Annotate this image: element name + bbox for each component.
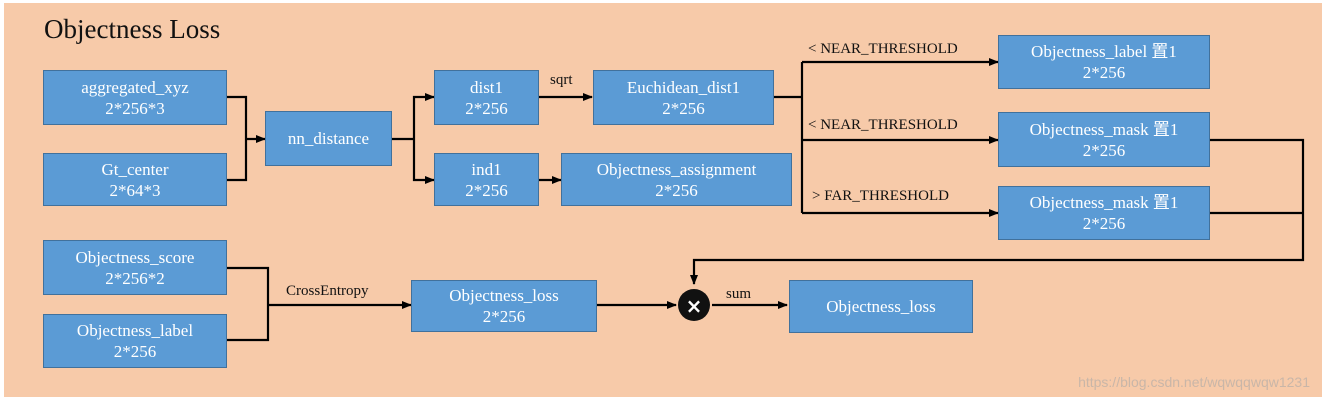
edge-label-sqrt: sqrt <box>550 72 573 88</box>
multiply-icon: × <box>686 294 703 318</box>
node-label: Objectness_label <box>76 321 194 340</box>
node-shape: 2*256 <box>113 342 157 361</box>
edge-mask-to-multiply <box>690 138 1305 285</box>
node-label: Objectness_mask 置1 <box>1029 193 1179 212</box>
node-objectness-mask-far: Objectness_mask 置1 2*256 <box>998 186 1210 240</box>
edge-to-dist1 <box>412 93 435 139</box>
node-label: nn_distance <box>287 129 370 148</box>
node-shape: 2*256 <box>465 180 508 200</box>
node-shape: 2*256 <box>1082 63 1126 82</box>
node-label: Gt_center <box>101 159 169 179</box>
edge-to-ind1 <box>412 139 435 184</box>
node-gt-center: Gt_center 2*64*3 <box>43 153 227 206</box>
node-label: Objectness_loss <box>449 286 559 305</box>
node-objectness-label: Objectness_label 2*256 <box>43 314 227 368</box>
node-objectness-loss-mid: Objectness_loss 2*256 <box>411 280 597 332</box>
node-aggregated-xyz: aggregated_xyz 2*256*3 <box>43 70 227 125</box>
node-label: Objectness_assignment <box>596 159 757 179</box>
edge-label-cross-entropy: CrossEntropy <box>286 283 369 299</box>
edge-label-near-threshold-mask: < NEAR_THRESHOLD <box>808 117 958 133</box>
node-label: Objectness_score <box>75 247 195 267</box>
node-objectness-assignment: Objectness_assignment 2*256 <box>561 153 792 206</box>
node-objectness-mask-near: Objectness_mask 置1 2*256 <box>998 112 1210 167</box>
node-shape: 2*256*2 <box>105 268 165 288</box>
multiply-node <box>678 289 710 321</box>
node-shape: 2*256 <box>662 98 705 118</box>
edge-score-to-merge <box>227 266 270 342</box>
node-shape: 2*256 <box>482 307 526 326</box>
node-dist1: dist1 2*256 <box>434 70 539 125</box>
edge-label-near-threshold-label: < NEAR_THRESHOLD <box>808 41 958 57</box>
edge-aggregated-to-merge <box>227 95 248 182</box>
node-shape: 2*256 <box>1082 214 1126 233</box>
diagram-title: Objectness Loss <box>44 14 221 44</box>
node-label: Objectness_mask 置1 <box>1029 119 1179 139</box>
node-shape: 2*256 <box>465 98 508 118</box>
node-label: Euchidean_dist1 <box>626 77 741 97</box>
node-ind1: ind1 2*256 <box>434 153 539 206</box>
node-label: Objectness_loss <box>826 297 936 316</box>
watermark-text: https://blog.csdn.net/wqwqqwqw1231 <box>1078 374 1310 390</box>
node-shape: 2*64*3 <box>109 180 161 200</box>
node-objectness-score: Objectness_score 2*256*2 <box>43 240 227 295</box>
node-shape: 2*256 <box>655 180 698 200</box>
node-label: dist1 <box>469 77 504 97</box>
edge-label-far-threshold: > FAR_THRESHOLD <box>812 188 949 204</box>
node-label: Objectness_label 置1 <box>1031 42 1177 61</box>
node-objectness-label-set: Objectness_label 置1 2*256 <box>998 35 1210 89</box>
node-label: ind1 <box>471 159 502 179</box>
node-label: aggregated_xyz <box>81 77 189 97</box>
node-objectness-loss-final: Objectness_loss <box>789 280 973 333</box>
node-shape: 2*256 <box>1082 140 1126 160</box>
node-nn-distance: nn_distance <box>265 111 392 166</box>
node-shape: 2*256*3 <box>105 98 165 118</box>
node-euclidean-dist1: Euchidean_dist1 2*256 <box>593 70 774 125</box>
edge-label-sum: sum <box>726 286 752 302</box>
